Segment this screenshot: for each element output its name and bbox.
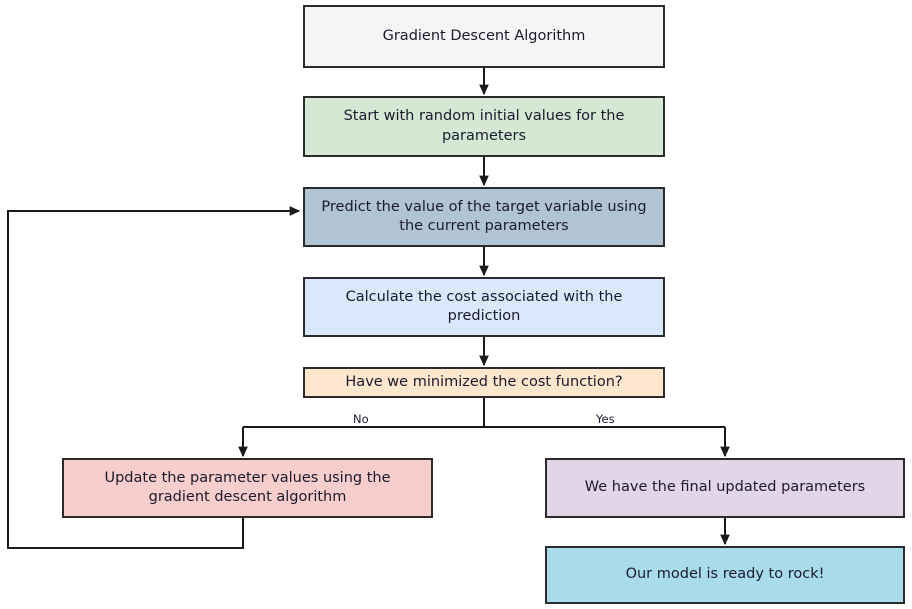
node-title-label: Gradient Descent Algorithm bbox=[382, 27, 586, 44]
node-predict-target-label: Predict the value of the target variable… bbox=[321, 198, 647, 234]
node-model-ready[interactable]: Our model is ready to rock! bbox=[545, 546, 905, 604]
node-decision-cost-minimized-label: Have we minimized the cost function? bbox=[345, 373, 623, 390]
node-model-ready-label: Our model is ready to rock! bbox=[625, 566, 825, 583]
node-initialize-parameters[interactable]: Start with random initial values for the… bbox=[303, 96, 665, 157]
node-calculate-cost[interactable]: Calculate the cost associated with the p… bbox=[303, 277, 665, 337]
node-decision-cost-minimized[interactable]: Have we minimized the cost function? bbox=[303, 367, 665, 398]
node-title[interactable]: Gradient Descent Algorithm bbox=[303, 5, 665, 68]
node-final-parameters[interactable]: We have the final updated parameters bbox=[545, 458, 905, 518]
node-predict-target[interactable]: Predict the value of the target variable… bbox=[303, 187, 665, 247]
edge-label-yes: Yes bbox=[596, 412, 615, 426]
edge-label-no: No bbox=[353, 412, 369, 426]
node-update-parameters[interactable]: Update the parameter values using the gr… bbox=[62, 458, 433, 518]
node-initialize-parameters-label: Start with random initial values for the… bbox=[343, 108, 625, 144]
node-final-parameters-label: We have the final updated parameters bbox=[584, 479, 866, 496]
node-update-parameters-label: Update the parameter values using the gr… bbox=[104, 469, 391, 505]
node-calculate-cost-label: Calculate the cost associated with the p… bbox=[345, 288, 623, 324]
